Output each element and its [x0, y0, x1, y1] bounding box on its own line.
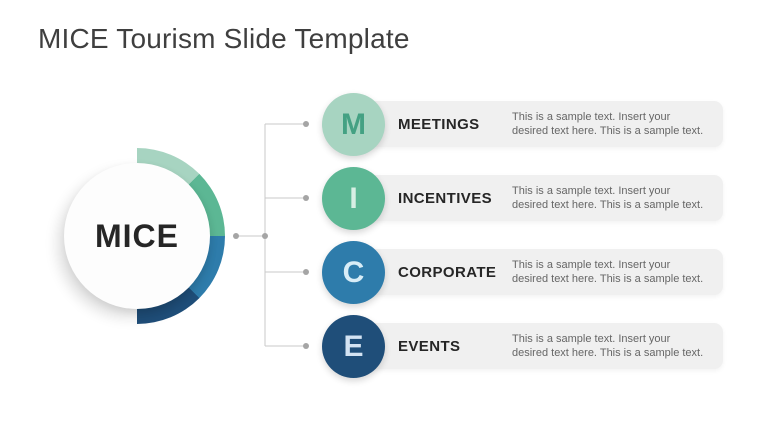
badge-letter: M: [341, 107, 366, 141]
connector-dot: [303, 343, 309, 349]
row-incentives: I INCENTIVES This is a sample text. Inse…: [322, 167, 723, 230]
mice-main-circle: MICE: [64, 163, 210, 309]
badge-letter: I: [349, 181, 358, 215]
connector-dot: [303, 195, 309, 201]
row-description-line: This is a sample text. Insert your: [512, 110, 671, 123]
row-description: This is a sample text. Insert your desir…: [512, 332, 722, 362]
letter-badge-c: C: [322, 241, 385, 304]
connector-dot: [303, 121, 309, 127]
slide-title: MICE Tourism Slide Template: [38, 23, 410, 54]
row-description-line: This is a sample text. Insert your: [512, 184, 671, 197]
row-bar: [353, 101, 723, 147]
row-corporate: C CORPORATE This is a sample text. Inser…: [322, 241, 723, 304]
row-bar: [353, 175, 723, 221]
row-description-line: desired text here. This is a sample text…: [512, 125, 704, 138]
row-events: E EVENTS This is a sample text. Insert y…: [322, 315, 723, 378]
row-label: EVENTS: [398, 338, 461, 355]
row-description-line: desired text here. This is a sample text…: [512, 347, 704, 360]
row-description: This is a sample text. Insert your desir…: [512, 184, 722, 214]
badge-letter: C: [342, 255, 365, 289]
mice-center-label: MICE: [95, 217, 179, 254]
row-description-line: desired text here. This is a sample text…: [512, 273, 704, 286]
badge-letter: E: [343, 329, 364, 363]
connector-dot: [262, 233, 268, 239]
connector-dot: [303, 269, 309, 275]
row-description-line: This is a sample text. Insert your: [512, 332, 671, 345]
row-meetings: M MEETINGS This is a sample text. Insert…: [322, 93, 723, 156]
row-description-line: This is a sample text. Insert your: [512, 258, 671, 271]
row-label: INCENTIVES: [398, 190, 493, 207]
connector-dot: [233, 233, 239, 239]
row-bar: [353, 323, 723, 369]
row-description: This is a sample text. Insert your desir…: [512, 110, 722, 140]
row-bar: [353, 249, 723, 295]
row-description: This is a sample text. Insert your desir…: [512, 258, 722, 288]
row-label: CORPORATE: [398, 264, 497, 281]
letter-badge-i: I: [322, 167, 385, 230]
letter-badge-e: E: [322, 315, 385, 378]
row-description-line: desired text here. This is a sample text…: [512, 199, 704, 212]
letter-badge-m: M: [322, 93, 385, 156]
row-label: MEETINGS: [398, 116, 480, 133]
